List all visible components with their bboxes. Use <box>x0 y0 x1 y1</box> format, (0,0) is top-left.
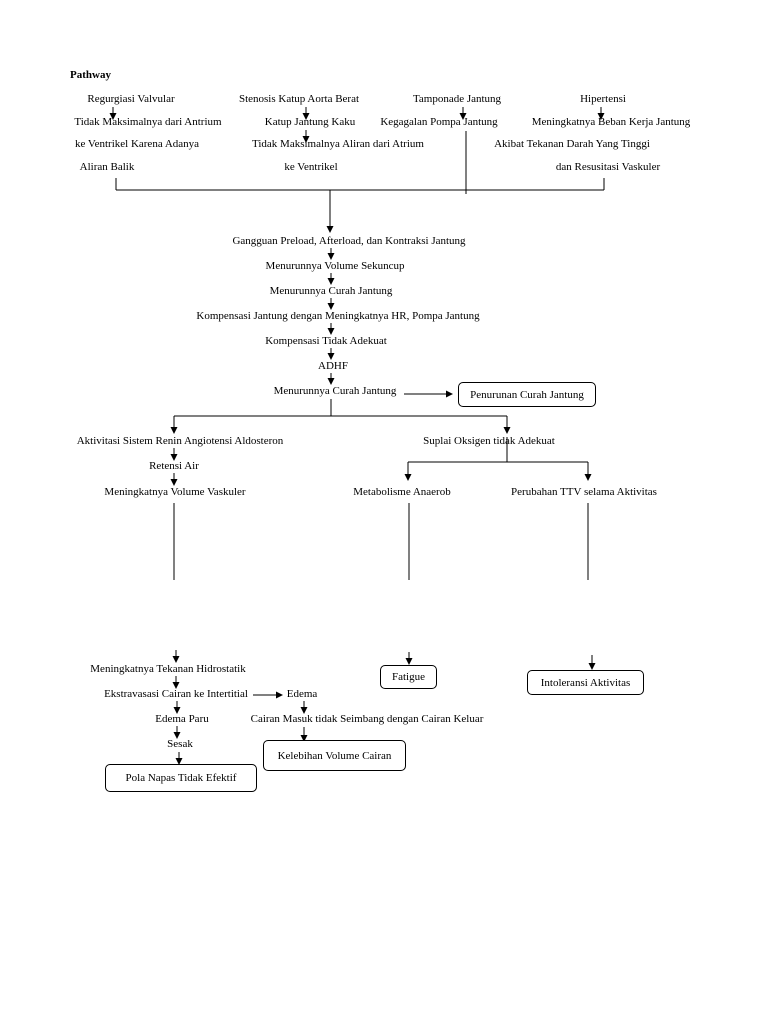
node-volume-vaskuler: Meningkatnya Volume Vaskuler <box>104 486 246 498</box>
cause-valvular-line3: ke Ventrikel Karena Adanya <box>74 138 200 150</box>
cause-hypertension-line2: Meningkatnya Beban Kerja Jantung <box>531 116 691 128</box>
node-suplai-oksigen: Suplai Oksigen tidak Adekuat <box>423 435 555 447</box>
cause-stenosis-line4: ke Ventrikel <box>284 161 338 173</box>
node-retensi-air: Retensi Air <box>149 460 199 472</box>
node-hidrostatik: Meningkatnya Tekanan Hidrostatik <box>90 663 246 675</box>
cause-stenosis-line1: Stenosis Katup Aorta Berat <box>238 93 360 105</box>
cause-hypertension-line1: Hipertensi <box>580 93 626 105</box>
node-cairan-masuk: Cairan Masuk tidak Seimbang dengan Caira… <box>250 713 484 725</box>
node-adhf: ADHF <box>318 360 348 372</box>
cause-tamponade-line1: Tamponade Jantung <box>412 93 502 105</box>
cause-hypertension-line4: dan Resusitasi Vaskuler <box>555 161 661 173</box>
cause-valvular-line2: Tidak Maksimalnya dari Antrium <box>74 116 222 128</box>
diagnosis-intoleransi-aktivitas: Intoleransi Aktivitas <box>527 670 644 695</box>
diagnosis-fatigue: Fatigue <box>380 665 437 689</box>
cause-stenosis-line3: Tidak Maksimalnya Aliran dari Atrium <box>252 138 424 150</box>
cause-valvular-line4: Aliran Balik <box>79 161 135 173</box>
node-preload: Gangguan Preload, Afterload, dan Kontrak… <box>232 235 466 247</box>
node-perubahan-ttv: Perubahan TTV selama Aktivitas <box>511 486 657 498</box>
node-metabolisme-anaerob: Metabolisme Anaerob <box>353 486 451 498</box>
diagnosis-penurunan-curah-jantung: Penurunan Curah Jantung <box>458 382 596 407</box>
node-sesak: Sesak <box>167 738 193 750</box>
node-curah-jantung-2: Menurunnya Curah Jantung <box>273 385 397 397</box>
node-curah-jantung-1: Menurunnya Curah Jantung <box>269 285 393 297</box>
node-tidak-adekuat: Kompensasi Tidak Adekuat <box>265 335 387 347</box>
diagnosis-pola-napas: Pola Napas Tidak Efektif <box>105 764 257 792</box>
node-volume-sekuncup: Menurunnya Volume Sekuncup <box>265 260 405 272</box>
node-ekstravasasi: Ekstravasasi Cairan ke Intertitial <box>104 688 248 700</box>
page-title: Pathway <box>70 69 111 81</box>
cause-stenosis-line2: Katup Jantung Kaku <box>264 116 356 128</box>
diagnosis-kelebihan-volume-cairan: Kelebihan Volume Cairan <box>263 740 406 771</box>
cause-valvular-line1: Regurgiasi Valvular <box>87 93 175 105</box>
cause-tamponade-line2: Kegagalan Pompa Jantung <box>380 116 498 128</box>
node-raas: Aktivitasi Sistem Renin Angiotensi Aldos… <box>76 435 284 447</box>
node-edema-paru: Edema Paru <box>155 713 209 725</box>
node-edema: Edema <box>286 688 318 700</box>
cause-hypertension-line3: Akibat Tekanan Darah Yang Tinggi <box>494 138 650 150</box>
node-kompensasi: Kompensasi Jantung dengan Meningkatnya H… <box>196 310 480 322</box>
